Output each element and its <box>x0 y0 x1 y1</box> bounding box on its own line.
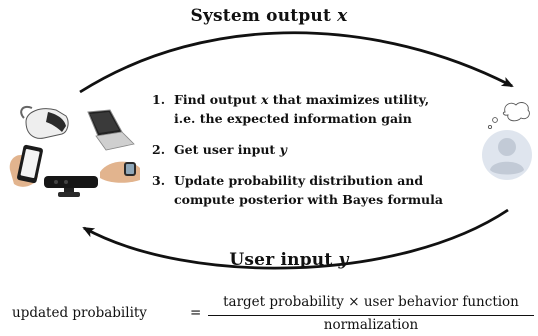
system-output-text: System output <box>190 6 332 26</box>
step-number: 1. <box>152 92 166 107</box>
vr-headset-icon <box>20 106 69 139</box>
step-number: 2. <box>152 142 166 157</box>
smartphone-icon <box>9 144 43 187</box>
bayes-formula: updated probability = target probability… <box>12 294 536 334</box>
formula-numerator: target probability × user behavior funct… <box>223 294 519 310</box>
step-var: y <box>279 142 287 157</box>
step-text: Find output <box>174 92 261 107</box>
formula-lhs: updated probability <box>12 305 147 321</box>
fraction-bar <box>208 315 534 316</box>
devices-icon <box>9 106 140 197</box>
system-output-arrow <box>79 31 514 94</box>
step-number: 3. <box>152 173 166 188</box>
user-input-label: User input y <box>20 250 538 270</box>
smartwatch-icon <box>100 161 140 183</box>
system-output-label: System output x <box>0 6 538 26</box>
step-3: 3. Update probability distribution and c… <box>152 171 497 209</box>
step-text: i.e. the expected information gain <box>174 111 412 126</box>
step-2: 2. Get user input y <box>152 140 497 159</box>
step-text: Update probability distribution and <box>174 173 424 188</box>
step-var: x <box>260 92 269 107</box>
step-1: 1. Find output x that maximizes utility,… <box>152 90 497 128</box>
laptop-icon <box>87 109 135 151</box>
user-input-var: y <box>338 250 349 270</box>
thought-bubble-icon <box>487 102 530 130</box>
user-input-arrow <box>82 208 509 270</box>
user-avatar-icon <box>482 102 532 180</box>
step-list: 1. Find output x that maximizes utility,… <box>152 90 497 209</box>
step-text: that maximizes utility, <box>268 92 430 107</box>
kinect-sensor-icon <box>44 176 98 197</box>
step-text: Get user input <box>174 142 280 157</box>
formula-denominator: normalization <box>323 317 419 333</box>
step-text: compute posterior with Bayes formula <box>174 192 443 207</box>
formula-equals: = <box>190 305 202 321</box>
system-output-var: x <box>337 6 348 26</box>
user-input-text: User input <box>229 250 333 270</box>
